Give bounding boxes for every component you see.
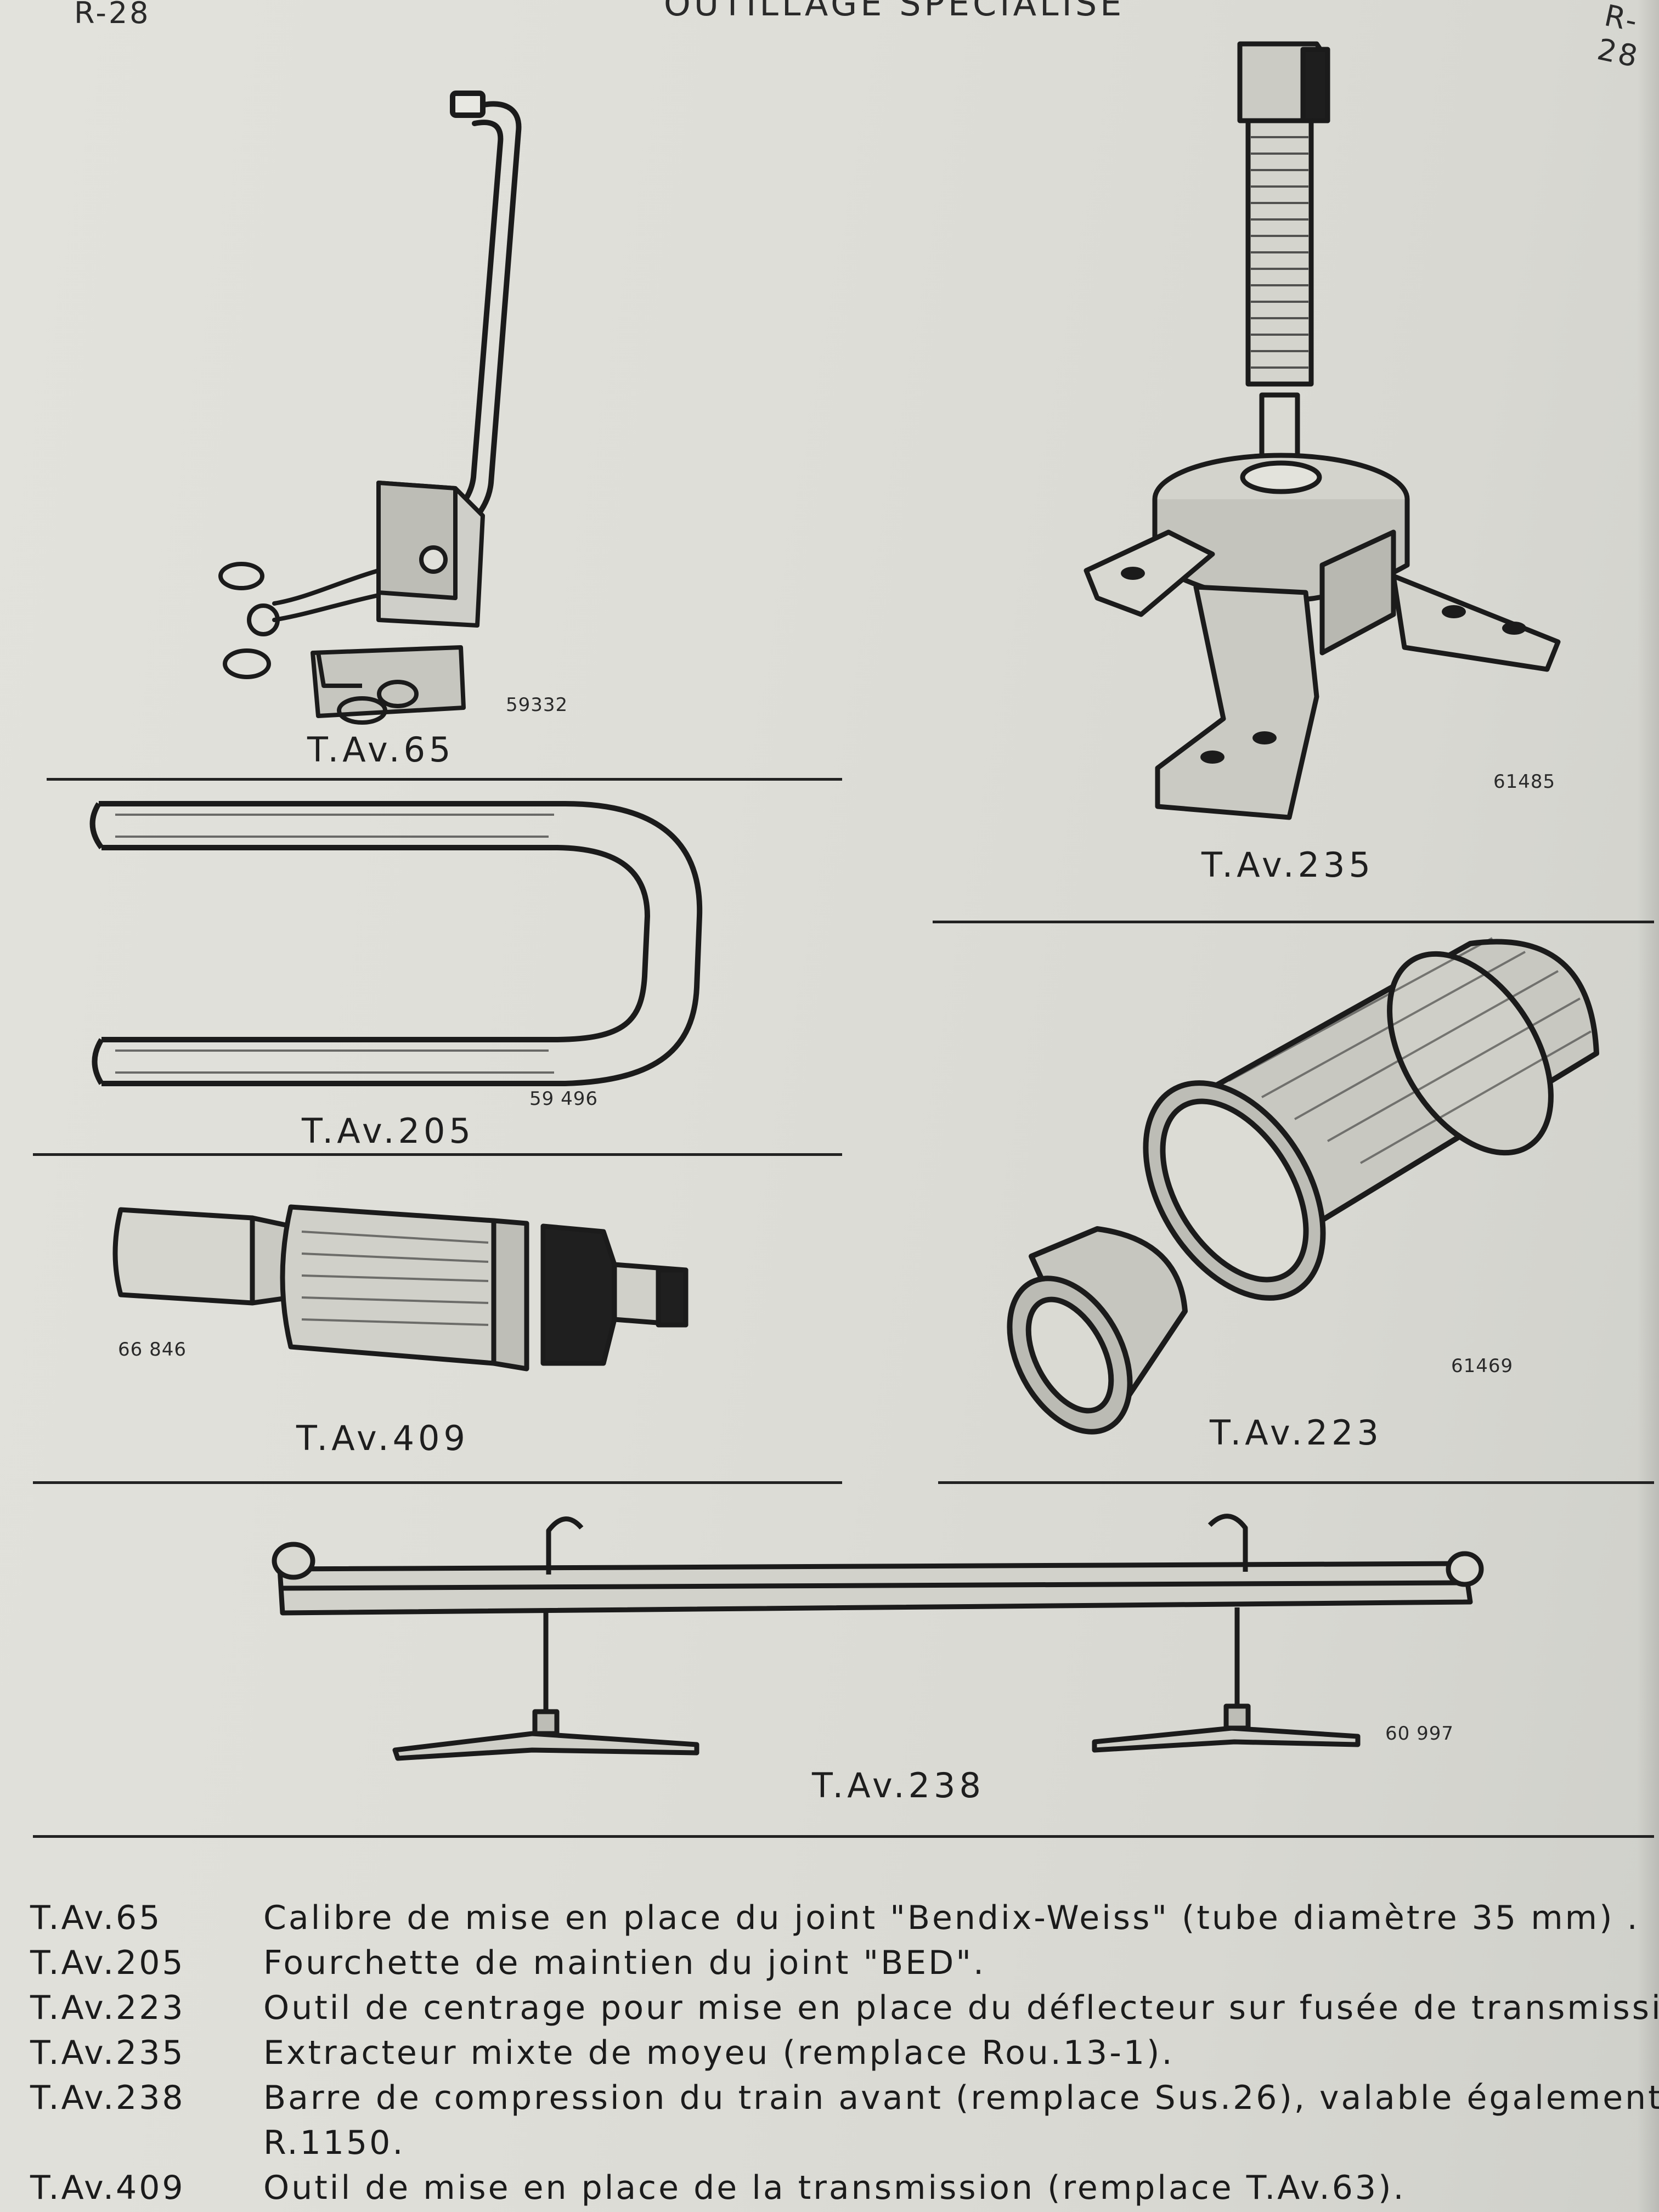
legend-row-tav238: T.Av.238 Barre de compression du train a… — [30, 2075, 1659, 2120]
divider-line — [33, 1835, 1654, 1838]
page-title: OUTILLAGE SPECIALISE — [664, 0, 1125, 24]
legend-code: T.Av.238 — [30, 2079, 185, 2117]
hub-puller-illustration — [1084, 41, 1561, 820]
divider-line — [938, 1481, 1654, 1484]
legend-row-tav409: T.Av.409 Outil de mise en place de la tr… — [30, 2165, 1654, 2210]
legend-description: Outil de centrage pour mise en place du … — [263, 1989, 1659, 2027]
legend-description: Barre de compression du train avant (rem… — [263, 2079, 1659, 2117]
legend-description: R.1150. — [263, 2124, 405, 2162]
divider-line — [933, 921, 1654, 923]
centering-sleeves-illustration — [1007, 937, 1599, 1435]
transmission-fitting-tool-illustration — [112, 1204, 689, 1372]
caption-tav409: T.Av.409 — [296, 1418, 469, 1458]
caption-tav205: T.Av.205 — [302, 1111, 475, 1151]
caption-tav223: T.Av.223 — [1210, 1413, 1383, 1453]
divider-line — [33, 1153, 842, 1156]
figure-number-tav409: 66 846 — [118, 1339, 187, 1361]
tool-legend: T.Av.65 Calibre de mise en place du join… — [30, 1895, 1659, 2210]
figure-number-tav238: 60 997 — [1385, 1723, 1454, 1745]
legend-description: Outil de mise en place de la transmissio… — [263, 2169, 1406, 2207]
legend-code: T.Av.205 — [30, 1944, 185, 1982]
legend-description: Fourchette de maintien du joint "BED". — [263, 1944, 986, 1982]
legend-row-tav223: T.Av.223 Outil de centrage pour mise en … — [30, 1985, 1659, 2030]
legend-code: T.Av.65 — [30, 1899, 162, 1937]
u-fork-illustration — [89, 801, 703, 1086]
figure-number-tav223: 61469 — [1451, 1355, 1514, 1377]
legend-code: T.Av.409 — [30, 2169, 185, 2207]
legend-description: Extracteur mixte de moyeu (remplace Rou.… — [263, 2034, 1175, 2072]
legend-code: T.Av.235 — [30, 2034, 185, 2072]
legend-row-tav235: T.Av.235 Extracteur mixte de moyeu (remp… — [30, 2030, 1654, 2075]
divider-line — [47, 778, 842, 781]
figure-number-tav205: 59 496 — [529, 1088, 598, 1110]
caption-tav65: T.Av.65 — [307, 730, 455, 770]
figure-number-tav65: 59332 — [506, 694, 568, 716]
figure-number-tav235: 61485 — [1493, 771, 1556, 793]
legend-code: T.Av.223 — [30, 1989, 185, 2027]
legend-description: Calibre de mise en place du joint "Bendi… — [263, 1899, 1640, 1937]
legend-row-tav205: T.Av.205 Fourchette de maintien du joint… — [30, 1940, 1654, 1985]
page-edge-shadow — [1637, 0, 1659, 2212]
divider-line — [33, 1481, 842, 1484]
legend-row-tav65: T.Av.65 Calibre de mise en place du join… — [30, 1895, 1654, 1940]
page-number-right: R-28 — [1594, 0, 1643, 75]
bendix-weiss-gauge-illustration — [218, 91, 522, 725]
legend-row-tav238-continued: R.1150. — [30, 2120, 1654, 2165]
caption-tav235: T.Av.235 — [1201, 845, 1374, 885]
caption-tav238: T.Av.238 — [812, 1765, 985, 1805]
page-number-left: R-28 — [74, 0, 151, 30]
compression-bar-illustration — [272, 1514, 1484, 1761]
